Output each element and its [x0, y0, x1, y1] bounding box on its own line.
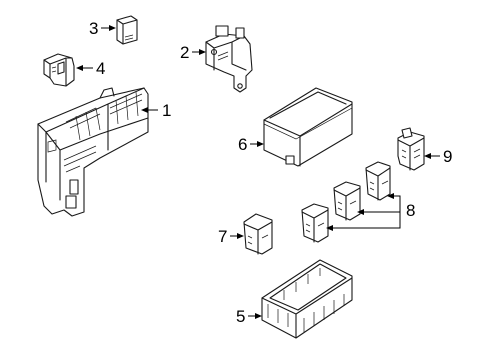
callout-7: 7 [218, 227, 244, 246]
callout-8-number: 8 [406, 201, 415, 220]
part-8-relay-a [365, 161, 391, 201]
callout-2: 2 [180, 43, 206, 62]
callout-7-number: 7 [218, 227, 227, 246]
callout-8: 8 [326, 193, 415, 231]
part-2-bracket [205, 25, 253, 93]
callout-1-number: 1 [162, 101, 171, 120]
part-8-relays [301, 161, 391, 243]
part-9-relay [397, 127, 425, 171]
callout-6: 6 [238, 135, 264, 154]
part-8-relay-c [301, 203, 329, 243]
callout-4: 4 [76, 59, 105, 78]
callout-1: 1 [141, 101, 171, 120]
callout-3-number: 3 [89, 19, 98, 38]
part-5-lower-case [261, 259, 353, 339]
part-4-connector [43, 53, 75, 87]
callout-9-number: 9 [443, 147, 452, 166]
part-8-relay-b [333, 181, 361, 221]
part-6-cover [263, 87, 353, 167]
callout-5: 5 [236, 307, 262, 326]
callout-2-number: 2 [180, 43, 189, 62]
callout-9: 9 [424, 147, 452, 166]
callout-5-number: 5 [236, 307, 245, 326]
part-7-relay [243, 213, 273, 255]
callout-3: 3 [89, 19, 116, 38]
callout-6-number: 6 [238, 135, 247, 154]
callout-4-number: 4 [96, 59, 105, 78]
part-1-junction-block [37, 87, 149, 217]
part-3-relay-cap [116, 15, 138, 45]
